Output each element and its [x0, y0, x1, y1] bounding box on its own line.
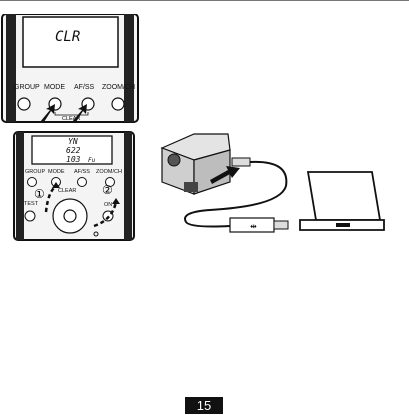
figure-clear-display: CLR GROUP MODE AF/SS ZOOM/CH CLEAR: [0, 14, 140, 124]
mode-label: MODE: [44, 84, 65, 91]
clear-label: CLEAR: [58, 188, 76, 194]
zoomch-label: ZOOM/CH: [102, 84, 135, 91]
page-number: 15: [185, 397, 223, 414]
lcd-line-3: 103: [66, 155, 81, 164]
afss-button[interactable]: [78, 178, 87, 187]
lcd-unit: Fu: [88, 157, 96, 164]
lcd-line-1: YN: [68, 137, 78, 146]
on-label: ON: [104, 202, 112, 208]
group-button[interactable]: [18, 98, 30, 110]
usb-plug: [232, 158, 250, 166]
zoomch-label: ZOOM/CH: [96, 169, 122, 175]
test-label: TEST: [24, 201, 39, 207]
figure-usb-connection: ⇹: [150, 130, 385, 242]
afss-label: AF/SS: [74, 169, 90, 175]
usb-icon: ⇹: [250, 222, 257, 231]
group-label: GROUP: [25, 169, 46, 175]
figure-device-steps: YN 622 103 Fu GROUP MODE AF/SS ZOOM/CH C…: [12, 130, 136, 242]
top-rule: [0, 0, 409, 1]
group-button[interactable]: [28, 178, 37, 187]
lcd-text: CLR: [55, 29, 80, 45]
group-label: GROUP: [14, 84, 40, 91]
test-button[interactable]: [25, 211, 35, 221]
step-1-marker: ①: [34, 187, 45, 201]
afss-label: AF/SS: [74, 84, 95, 91]
dpad-center-button[interactable]: [64, 210, 76, 222]
mode-label: MODE: [48, 169, 65, 175]
laptop-screen: [308, 172, 380, 220]
lcd-line-2: 622: [66, 146, 81, 155]
step-2-marker: ②: [102, 183, 113, 197]
zoomch-button[interactable]: [112, 98, 124, 110]
